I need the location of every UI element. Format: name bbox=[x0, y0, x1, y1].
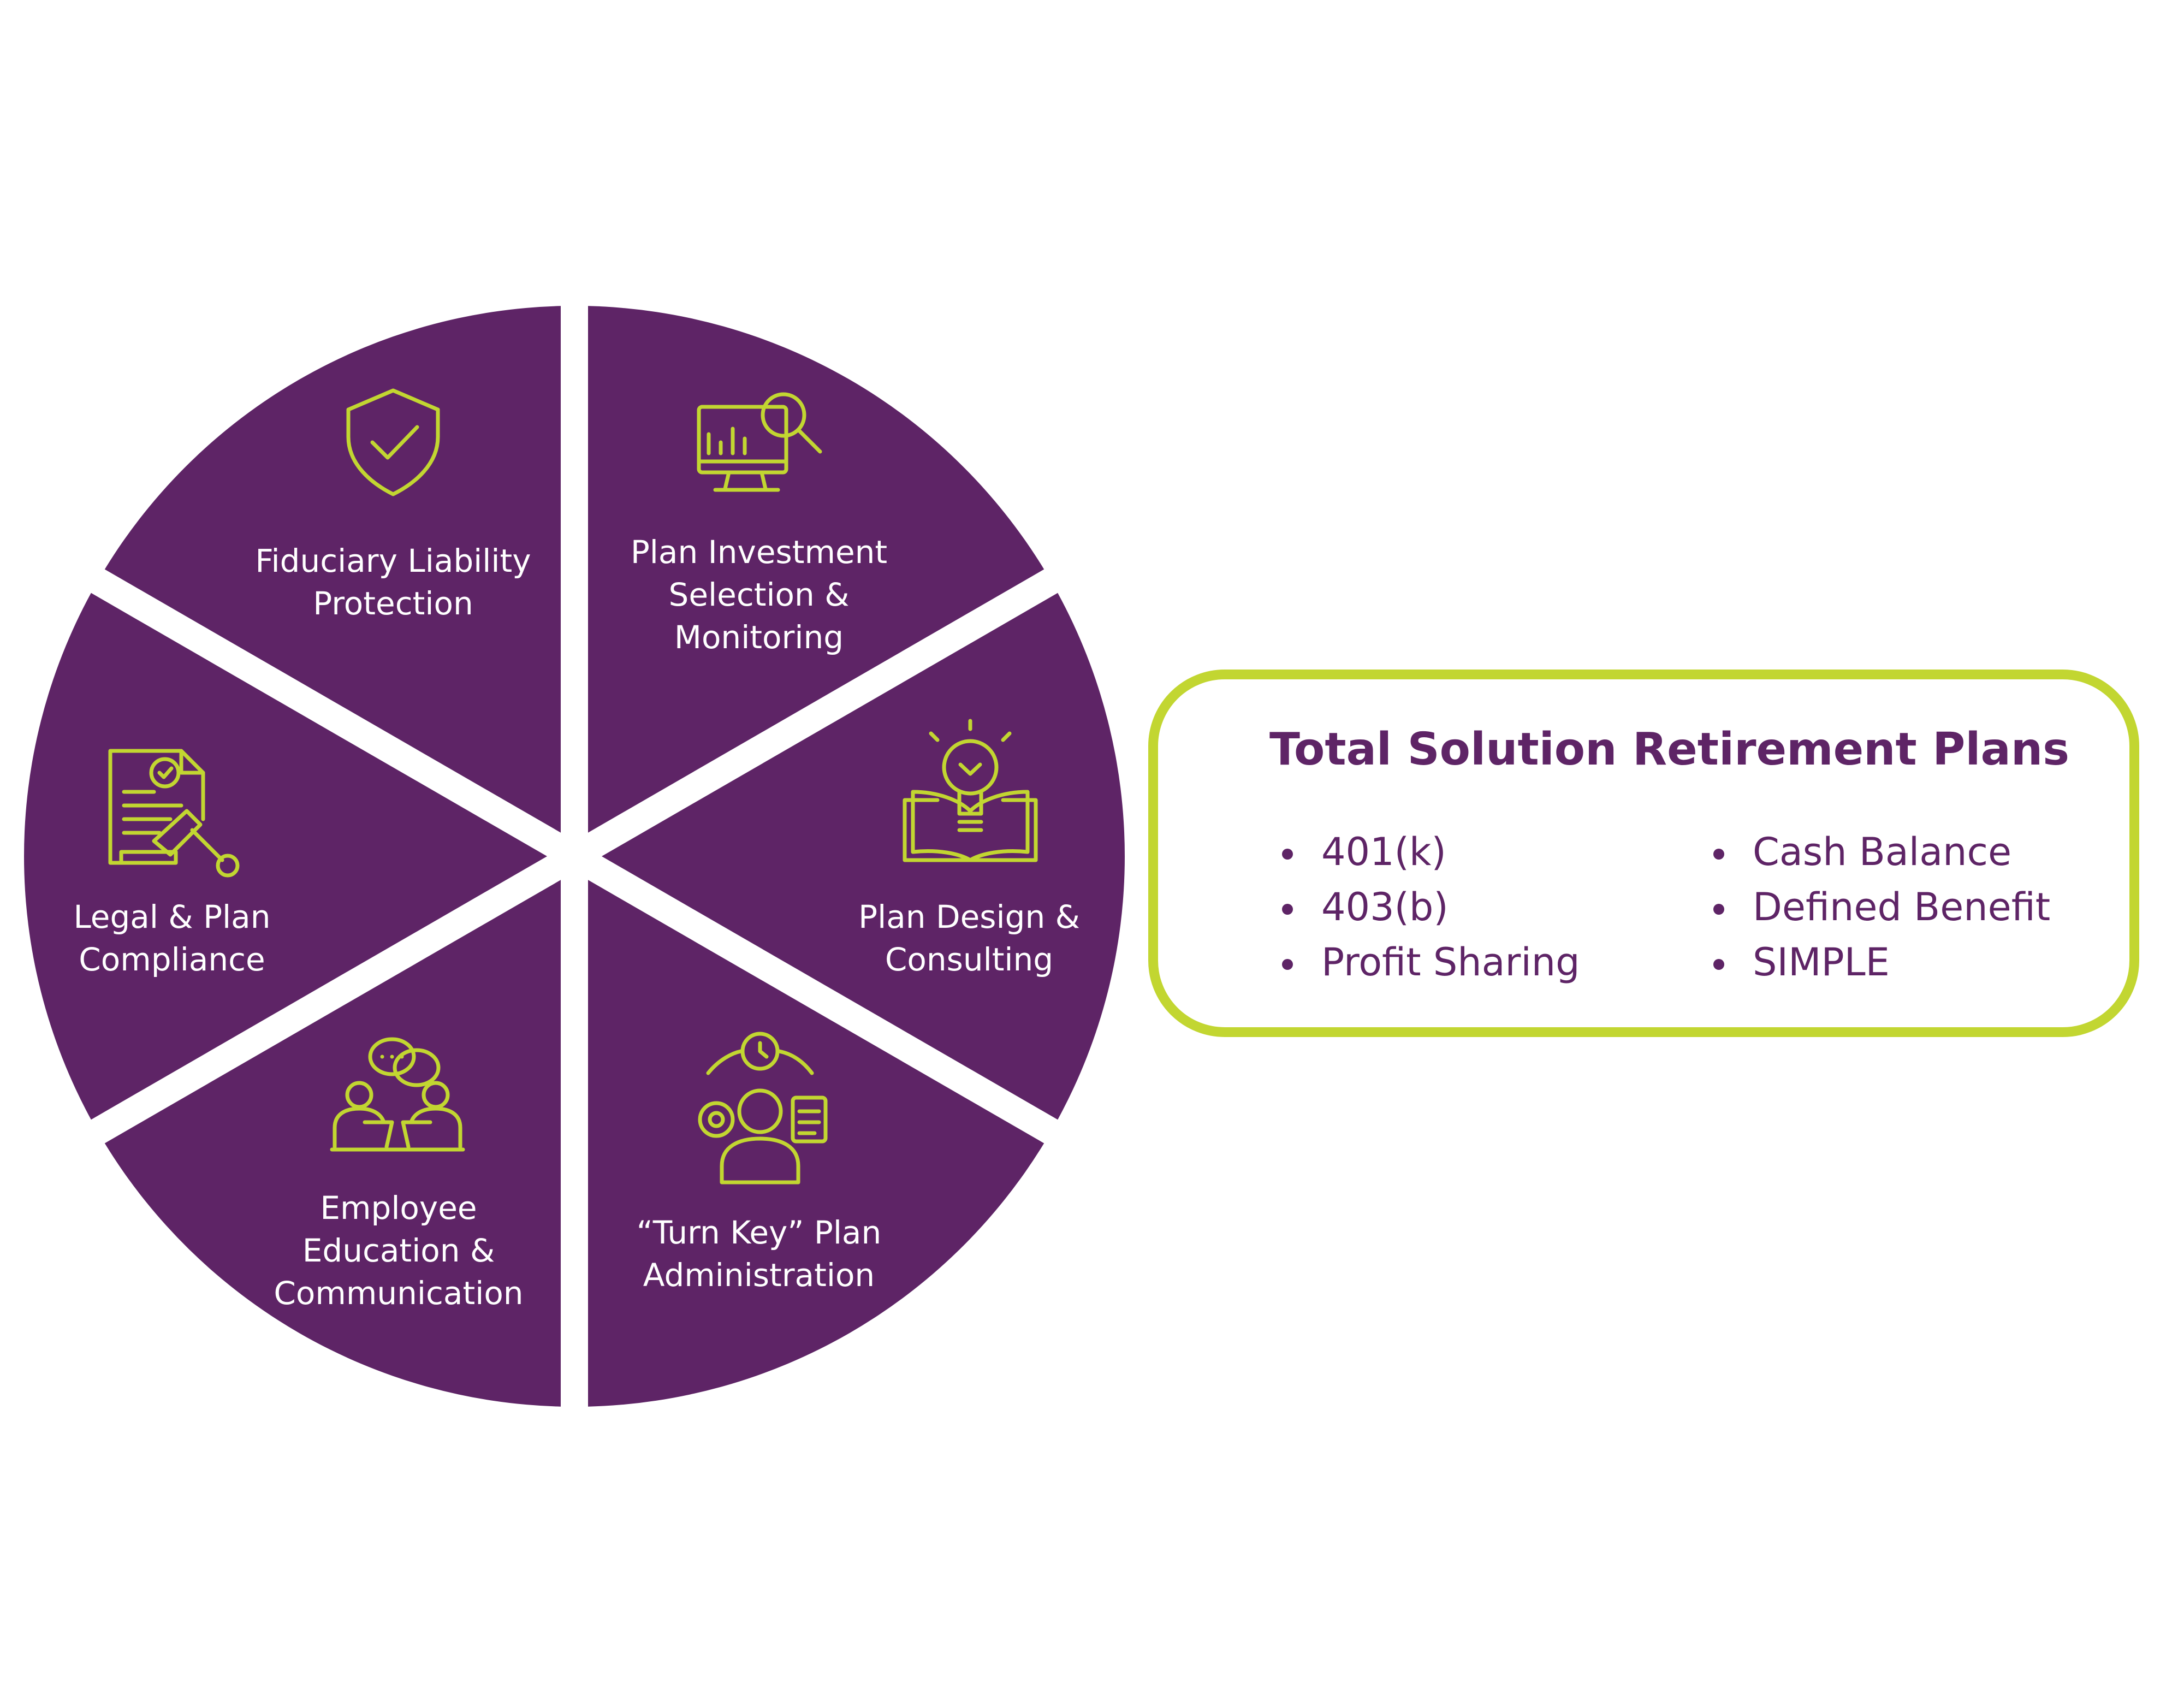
plan-item: SIMPLE bbox=[1704, 935, 2050, 990]
monitor-chart-magnifier-icon bbox=[697, 392, 822, 492]
segment-label-design: Plan Design & Consulting bbox=[858, 898, 1080, 978]
person-clock-gear-clipboard-icon bbox=[698, 1032, 828, 1184]
lightbulb-book-icon bbox=[903, 719, 1038, 862]
wheel-segment-legal bbox=[104, 306, 561, 833]
segment-label-administration: “Turn Key” Plan Administration bbox=[636, 1214, 882, 1294]
wheel-segment-investment bbox=[602, 593, 1125, 1120]
wheel-segment-administration bbox=[104, 880, 561, 1407]
plan-item: Profit Sharing bbox=[1272, 935, 1580, 990]
shield-check-icon bbox=[346, 388, 440, 496]
segment-label-legal: Legal & Plan Compliance bbox=[73, 898, 271, 978]
segment-label-education: Employee Education & Communication bbox=[274, 1189, 524, 1312]
segment-label-fiduciary: Fiduciary Liability Protection bbox=[255, 542, 531, 622]
plan-item: 403(b) bbox=[1272, 880, 1580, 935]
plan-item: Cash Balance bbox=[1704, 825, 2050, 880]
plans-title: Total Solution Retirement Plans bbox=[1269, 724, 2070, 775]
plans-list-right: Cash Balance Defined Benefit SIMPLE bbox=[1704, 825, 2050, 990]
wheel-segment-education bbox=[23, 593, 547, 1120]
people-chat-desk-icon bbox=[330, 1037, 465, 1152]
document-gavel-icon bbox=[108, 749, 240, 878]
segment-label-investment: Plan Investment Selection & Monitoring bbox=[630, 534, 888, 656]
plan-item: 401(k) bbox=[1272, 825, 1580, 880]
wheel-segment-fiduciary bbox=[588, 306, 1044, 833]
plans-box bbox=[1148, 670, 2139, 1037]
plan-item: Defined Benefit bbox=[1704, 880, 2050, 935]
plans-list-left: 401(k) 403(b) Profit Sharing bbox=[1272, 825, 1580, 990]
